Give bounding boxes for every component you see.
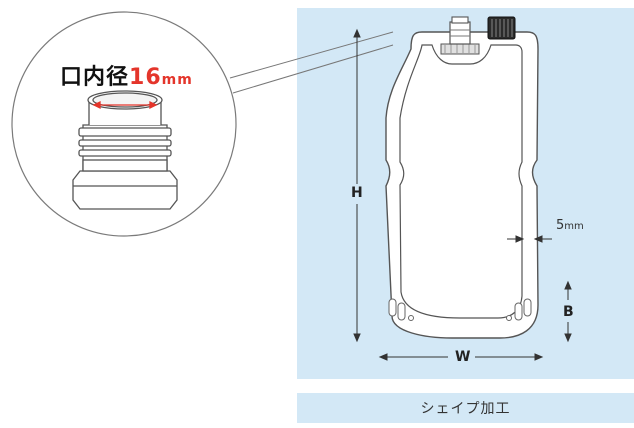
inner-diameter-unit: mm xyxy=(161,72,193,88)
seal-width-marker xyxy=(507,235,552,243)
seal-width-label: 5mm xyxy=(556,218,584,233)
inner-diameter-prefix: 口内径 xyxy=(60,65,130,90)
spout-zoom-illustration xyxy=(72,90,178,210)
bottom-gusset-label: B xyxy=(563,304,574,320)
width-label: W xyxy=(455,349,471,365)
bottom-dimension-arrow xyxy=(564,280,572,343)
pouch-illustration xyxy=(385,31,539,339)
callout-line-top xyxy=(229,31,394,79)
seal-width-value: 5 xyxy=(556,218,565,233)
inner-diameter-value: 16 xyxy=(129,65,162,90)
height-dimension-arrow xyxy=(353,28,361,343)
caption-text: シェイプ加工 xyxy=(420,401,511,417)
pouch-spout xyxy=(440,16,480,55)
callout-line-bottom xyxy=(232,44,394,94)
black-cap xyxy=(487,16,516,40)
height-label: H xyxy=(351,185,363,201)
inner-diameter-arrow xyxy=(92,100,158,110)
width-dimension-arrow xyxy=(378,353,544,361)
inner-diameter-label: 口内径16mm xyxy=(60,59,193,91)
seal-width-unit: mm xyxy=(564,221,584,232)
caption-bar: シェイプ加工 xyxy=(297,393,634,423)
